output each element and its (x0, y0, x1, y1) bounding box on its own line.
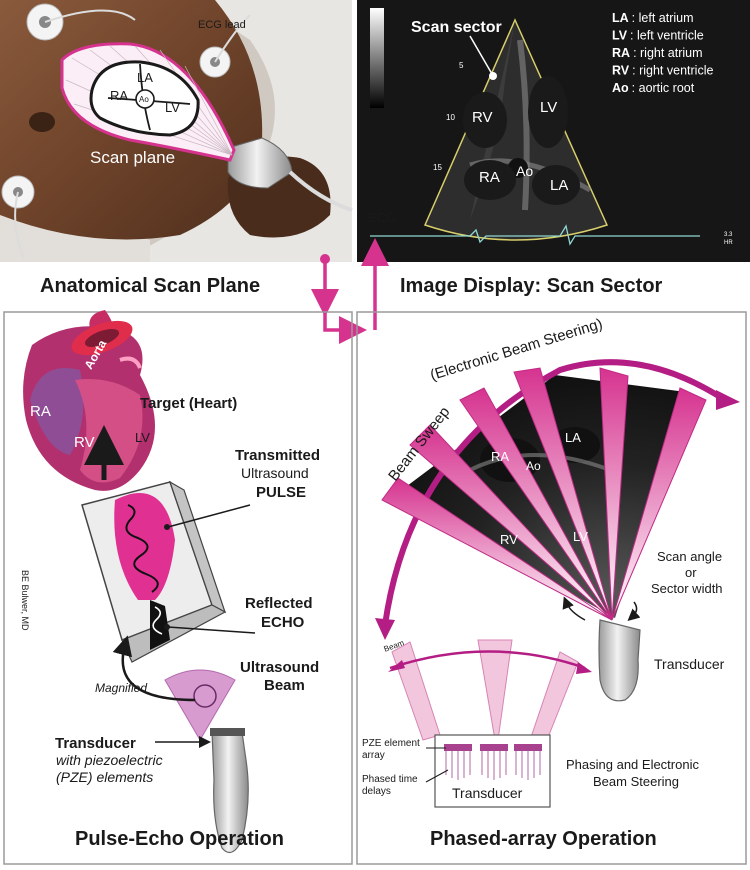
transducer-label: Transducer (55, 735, 136, 752)
legend-entry: RA: right atrium (612, 46, 703, 60)
ecg-label: ECG (368, 210, 396, 225)
pze-array-label-2: array (362, 750, 385, 761)
legend-text: : right atrium (633, 46, 702, 60)
heart-illustration (23, 310, 155, 491)
pze-element-array (444, 744, 542, 751)
legend-text: : left ventricle (630, 29, 704, 43)
bl-label-lv: LV (135, 430, 150, 445)
bl-label-rv: RV (74, 434, 95, 451)
transducer-box-label: Transducer (452, 785, 523, 801)
scan-sector-label: Scan sector (411, 19, 502, 36)
depth-mark: 5 (459, 61, 464, 70)
reflected-label: Reflected (245, 595, 313, 612)
br-label-ao: Ao (526, 459, 541, 473)
grayscale-bar (370, 8, 384, 108)
tl-label-la: LA (137, 70, 153, 85)
legend-text: : left atrium (632, 11, 694, 25)
tr-label-rv: RV (472, 109, 493, 126)
tr-label-ra: RA (479, 169, 500, 186)
legend-entry: LV: left ventricle (612, 29, 704, 43)
legend-abbr: RA (612, 46, 630, 60)
depth-mark: 10 (446, 113, 455, 122)
sector-width-label: Sector width (651, 581, 723, 596)
target-heart-label: Target (Heart) (140, 395, 237, 412)
author-credit: BE Bulwer, MD (20, 570, 30, 631)
pulse-echo-panel: Aorta RA RV LV Target (Heart) Transmitte… (20, 310, 320, 854)
legend-text: : aortic root (632, 81, 695, 95)
tl-label-lv: LV (165, 100, 180, 115)
echo-label: ECHO (261, 614, 305, 631)
legend-entry: Ao: aortic root (612, 81, 695, 95)
legend-entry: RV: right ventricle (612, 64, 713, 78)
magnified-label: Magnified (95, 681, 147, 695)
pulse-echo-frame (3, 311, 353, 865)
phased-delays-label-2: delays (362, 786, 391, 797)
corner-readout: HR (724, 240, 733, 246)
piezo-label: with piezoelectric (56, 752, 163, 768)
pulse-wave (125, 504, 159, 593)
caption-phased-array: Phased-array Operation (430, 828, 657, 850)
echo-wave (152, 606, 163, 635)
ecg-trace (370, 224, 700, 246)
scan-angle-or: or (685, 565, 697, 580)
steered-beams (381, 367, 707, 621)
tl-label-ao: Ao (139, 95, 149, 104)
tr-label-la: LA (550, 177, 568, 194)
br-label-la: LA (565, 430, 581, 445)
phasing-label-2: Beam Steering (593, 774, 679, 789)
connector-arrows (311, 238, 389, 344)
legend-abbr: LV (612, 29, 628, 43)
br-label-lv: LV (573, 529, 588, 544)
corner-readout: 3.3 (724, 232, 733, 238)
tr-label-ao: Ao (516, 163, 533, 179)
legend-abbr: RV (612, 64, 630, 78)
pze-elements-label: (PZE) elements (56, 769, 153, 785)
ultrasound-label: Ultrasound (241, 465, 309, 481)
magnified-transducer (81, 480, 227, 663)
caption-image-display: Image Display: Scan Sector (400, 275, 663, 297)
transducer-probe (211, 731, 249, 854)
tl-label-ra: RA (110, 88, 128, 103)
scan-plane-label: Scan plane (90, 148, 175, 167)
pulse-label: PULSE (256, 484, 306, 501)
legend-abbr: Ao (612, 81, 629, 95)
caption-anatomical-scan-plane: Anatomical Scan Plane (40, 275, 260, 297)
bl-label-ra: RA (30, 403, 51, 420)
phasing-beams (388, 639, 592, 746)
phased-array-panel: (Electronic Beam Steering) Beam Sweep RA… (362, 315, 740, 808)
beam-label: Beam (264, 677, 305, 694)
phased-array-frame (356, 311, 747, 865)
transducer-label-right: Transducer (654, 656, 725, 672)
legend-text: : right ventricle (632, 64, 713, 78)
legend-abbr: LA (612, 11, 629, 25)
tr-label-lv: LV (540, 99, 557, 116)
anatomical-photo-panel: LA RA Ao LV ECG lead Scan plane (0, 0, 353, 262)
pze-array-label: PZE element (362, 738, 420, 749)
br-label-rv: RV (500, 532, 518, 547)
caption-pulse-echo: Pulse-Echo Operation (75, 828, 284, 850)
br-label-ra: RA (491, 449, 509, 464)
echo-display-panel: 5 10 15 Scan sector RV LV RA Ao LA LA: l… (357, 0, 750, 262)
phased-transducer (598, 619, 641, 702)
phasing-label: Phasing and Electronic (566, 757, 699, 772)
transmitted-label: Transmitted (235, 447, 320, 464)
depth-mark: 15 (433, 163, 442, 172)
ultrasound-label-2: Ultrasound (240, 659, 319, 676)
legend-entry: LA: left atrium (612, 11, 694, 25)
phased-delays-label: Phased time (362, 774, 418, 785)
ecg-lead-label: ECG lead (198, 19, 246, 31)
scan-angle-label: Scan angle (657, 549, 722, 564)
